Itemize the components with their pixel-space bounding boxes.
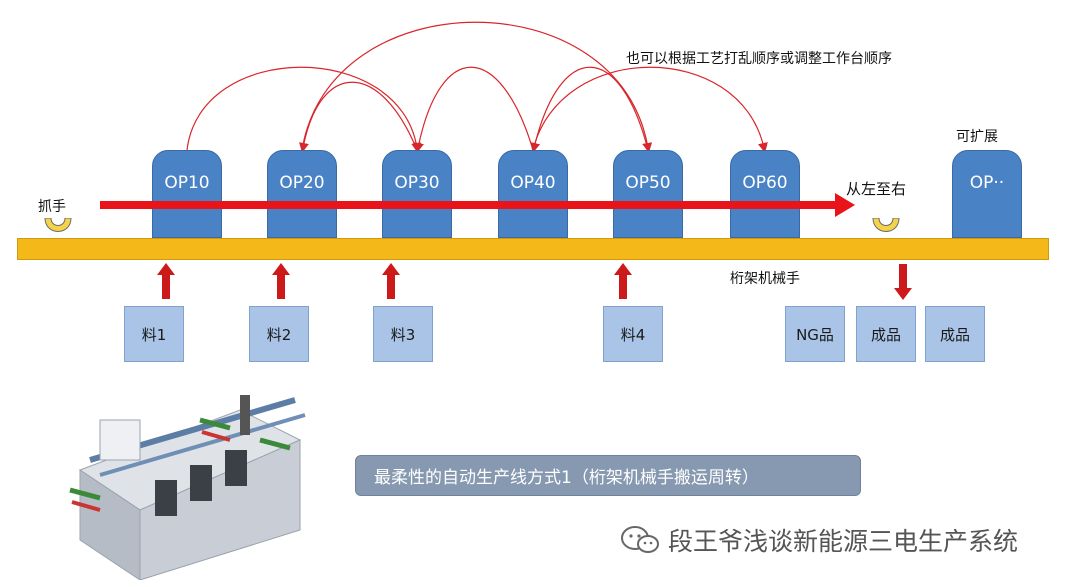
- flow-arrow: [100, 193, 855, 217]
- station-op10: OP10: [152, 150, 222, 238]
- feed-arrow-3: [382, 263, 400, 299]
- watermark: 段王爷浅谈新能源三电生产系统: [620, 522, 1018, 558]
- material-box-2: 料2: [249, 306, 309, 362]
- arc-op20-op50: [301, 21, 653, 153]
- gantry-machine-illustration: [69, 395, 306, 580]
- feed-arrow-2: [272, 263, 290, 299]
- output-arrow: [894, 264, 912, 300]
- station-op60: OP60: [730, 150, 800, 238]
- feed-arrow-1: [157, 263, 175, 299]
- direction-label: 从左至右: [846, 180, 907, 198]
- expandable-label: 可扩展: [956, 129, 998, 145]
- gantry-label: 桁架机械手: [730, 271, 800, 287]
- caption-bar: 最柔性的自动生产线方式1（桁架机械手搬运周转）: [355, 455, 861, 496]
- station-op-more: OP··: [952, 150, 1022, 238]
- reorder-note: 也可以根据工艺打乱顺序或调整工作台顺序: [626, 51, 892, 67]
- arc-op40-op30: [414, 66, 534, 153]
- arc-op50-op40: [530, 66, 649, 153]
- wechat-icon: [621, 526, 659, 553]
- finished-product-box: 成品: [856, 306, 916, 362]
- watermark-text: 段王爷浅谈新能源三电生产系统: [668, 527, 1019, 556]
- finished-product-box-2: 成品: [925, 306, 985, 362]
- station-op30: OP30: [382, 150, 452, 238]
- ng-product-box: NG品: [785, 306, 845, 362]
- arc-op40-op60: [532, 66, 768, 153]
- gripper-label: 抓手: [38, 199, 66, 215]
- station-op40: OP40: [498, 150, 568, 238]
- station-op20: OP20: [267, 150, 337, 238]
- gripper-icon-right: [872, 218, 900, 232]
- feed-arrow-4: [614, 263, 632, 299]
- material-box-3: 料3: [373, 306, 433, 362]
- gripper-icon: [44, 218, 72, 232]
- arc-op30-op20: [299, 81, 418, 153]
- station-op50: OP50: [613, 150, 683, 238]
- material-box-1: 料1: [124, 306, 184, 362]
- material-box-4: 料4: [603, 306, 663, 362]
- arc-op10-op30: [186, 66, 422, 153]
- gantry-rail: [17, 238, 1049, 260]
